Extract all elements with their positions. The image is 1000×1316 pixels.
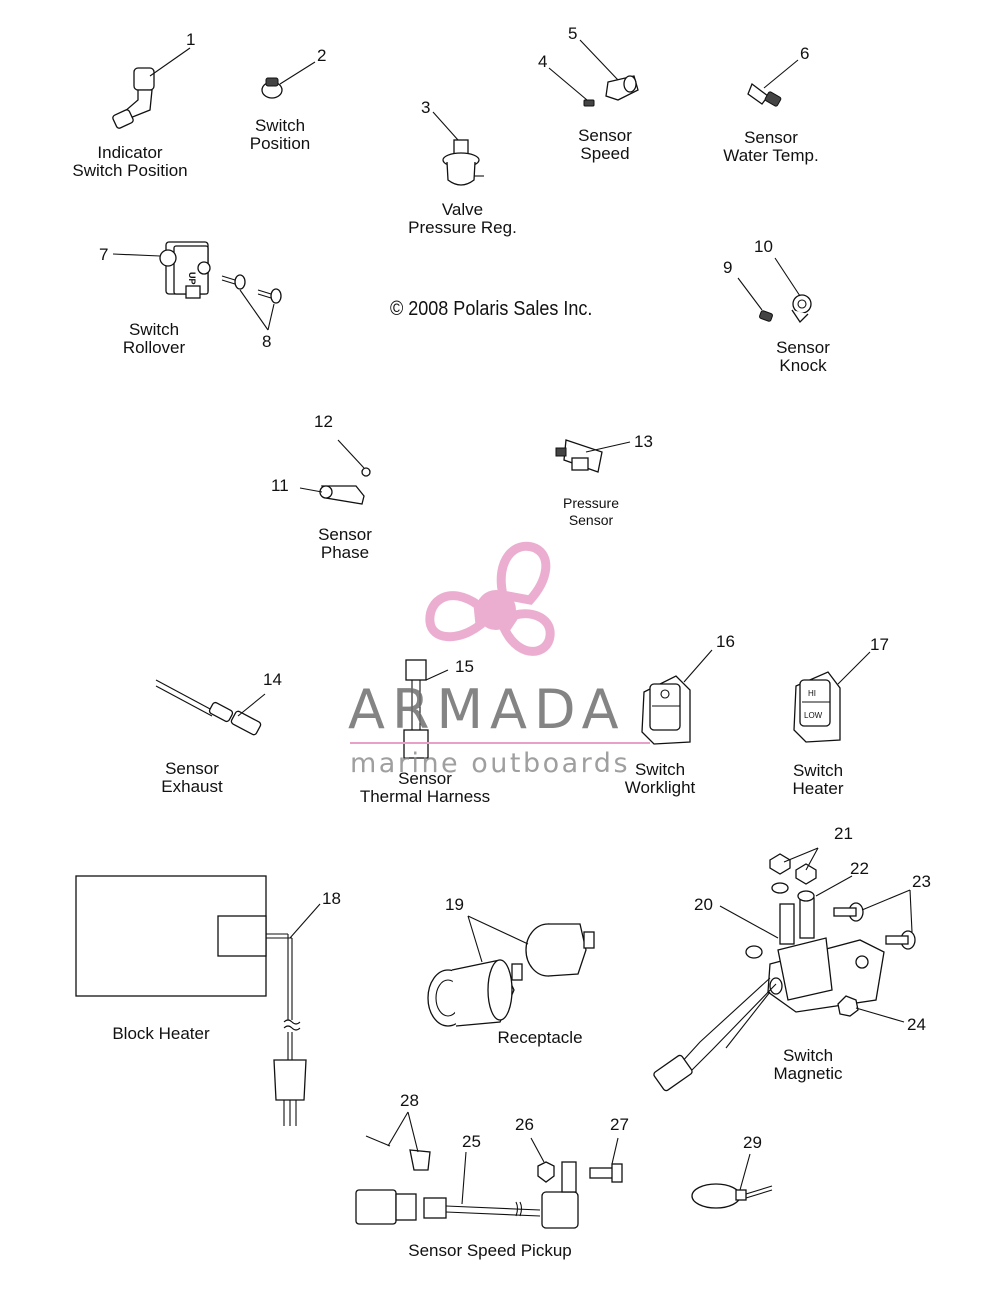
thermal-harness-part — [403, 659, 449, 759]
label-receptacle: Receptacle — [497, 1028, 583, 1047]
callout-15: 15 — [455, 657, 474, 676]
callout-16: 16 — [716, 632, 735, 651]
speed-sensor-part — [548, 39, 639, 107]
label-sensor-speed-pickup: Sensor Speed Pickup — [408, 1241, 572, 1260]
callout-29: 29 — [743, 1133, 762, 1152]
rollover-switch-part — [112, 241, 211, 299]
label-block-heater: Block Heater — [112, 1024, 210, 1043]
watermark-subtitle: marine outboards — [350, 748, 631, 779]
magnetic-switch-part — [653, 847, 916, 1092]
callout-4: 4 — [538, 52, 548, 71]
callout-9: 9 — [723, 258, 733, 277]
callout-27: 27 — [610, 1115, 629, 1134]
callout-21: 21 — [834, 824, 853, 843]
callout-11: 11 — [271, 476, 289, 495]
indicator-switch-part — [112, 47, 191, 129]
callout-24: 24 — [907, 1015, 926, 1034]
worklight-switch-part — [641, 649, 713, 745]
callout-17: 17 — [870, 635, 889, 654]
heater-switch-part — [793, 651, 871, 743]
rollover-screws-part — [221, 274, 282, 331]
water-temp-sensor-part — [747, 59, 799, 107]
callout-25: 25 — [462, 1132, 481, 1151]
cable-tie-part — [691, 1153, 773, 1209]
phase-sensor-part — [299, 439, 371, 505]
heater-low-text: LOW — [804, 711, 823, 720]
copyright-text: © 2008 Polaris Sales Inc. — [390, 298, 593, 320]
callout-10: 10 — [754, 237, 773, 256]
block-heater-part — [75, 875, 321, 1126]
receptacle-part — [427, 915, 595, 1027]
exhaust-sensor-part — [155, 679, 266, 736]
callout-14: 14 — [263, 670, 282, 689]
callout-1: 1 — [186, 30, 196, 49]
watermark-divider — [350, 742, 650, 744]
watermark-title: ARMADA — [348, 678, 626, 741]
callout-19: 19 — [445, 895, 464, 914]
callout-5: 5 — [568, 24, 578, 43]
callout-28: 28 — [400, 1091, 419, 1110]
knock-sensor-part — [737, 257, 812, 324]
armada-logo-icon — [425, 541, 555, 656]
callout-26: 26 — [515, 1115, 534, 1134]
callout-7: 7 — [99, 245, 109, 264]
rollover-up-text: UP — [187, 272, 197, 285]
callout-3: 3 — [421, 98, 431, 117]
callout-2: 2 — [317, 46, 327, 65]
heater-hi-text: HI — [808, 689, 816, 698]
callout-13: 13 — [634, 432, 653, 451]
callout-6: 6 — [800, 44, 810, 63]
callout-8: 8 — [262, 332, 272, 351]
speed-pickup-part — [355, 1111, 623, 1229]
callout-20: 20 — [694, 895, 713, 914]
switch-position-part — [261, 61, 316, 99]
callout-23: 23 — [912, 872, 931, 891]
callout-12: 12 — [314, 412, 333, 431]
callout-18: 18 — [322, 889, 341, 908]
pressure-sensor-part — [555, 439, 631, 473]
callout-22: 22 — [850, 859, 869, 878]
pressure-regulator-part — [432, 111, 484, 186]
